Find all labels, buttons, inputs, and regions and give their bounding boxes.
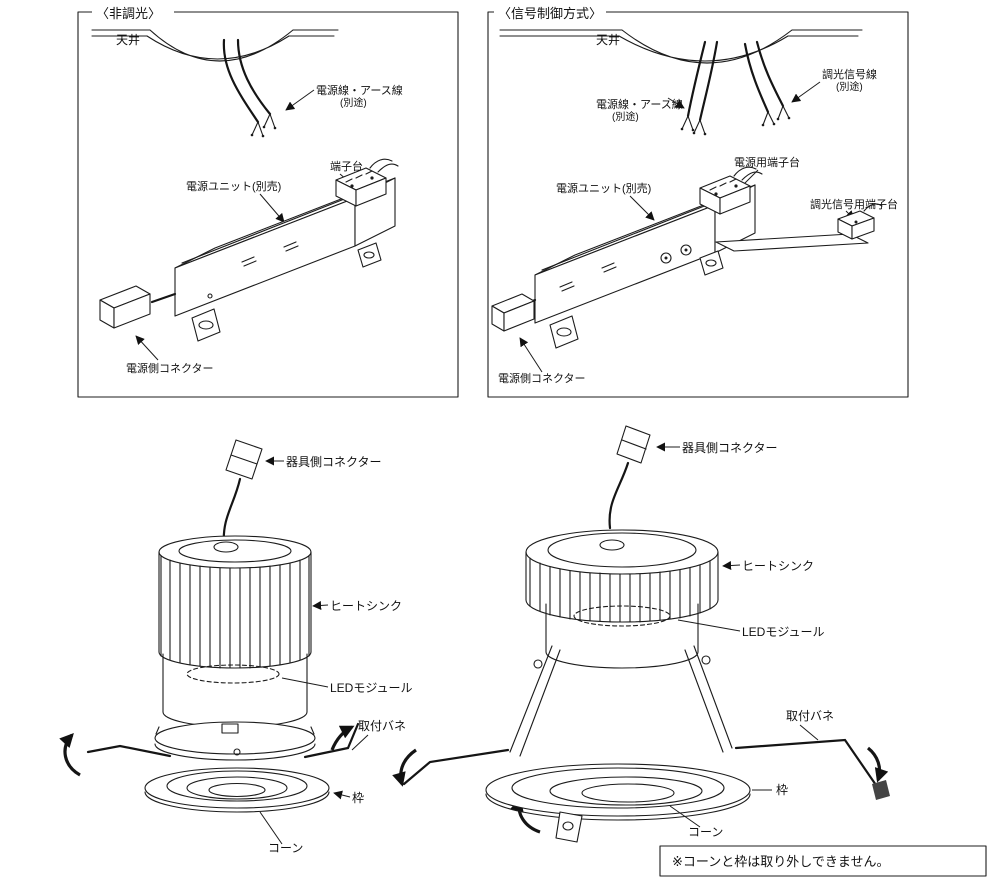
frame-drawing (144, 767, 330, 813)
heatsink-label: ヒートシンク (742, 559, 814, 573)
rotate-arrow-right (330, 725, 355, 751)
spring-label: 取付バネ (358, 719, 406, 733)
fixture-connector-drawing (608, 425, 651, 530)
footnote-text: ※コーンと枠は取り外しできません。 (672, 854, 889, 869)
cone-label: コーン (268, 841, 303, 855)
power-unit-leader (259, 193, 285, 223)
frame-drawing (485, 763, 751, 843)
dim-terminal-block-label: 調光信号用端子台 (810, 197, 898, 211)
power-earth-wire-label: 電源線・アース線 (596, 97, 683, 111)
led-module-outline (573, 605, 671, 627)
heatsink-label: ヒートシンク (330, 599, 402, 613)
power-connector-leader (135, 335, 159, 361)
power-earth-wire-note: (別途) (612, 110, 639, 123)
terminal-block-drawing (335, 158, 399, 207)
fixture-front-view: 器具側コネクター ヒートシンク LEDモジュール (59, 439, 413, 855)
power-unit-label: 電源ユニット(別売) (556, 181, 651, 195)
frame-label: 枠 (352, 791, 364, 805)
title-patch (494, 5, 606, 20)
dim-signal-wire-label: 調光信号線 (822, 67, 877, 81)
panel-border (487, 11, 909, 398)
power-earth-wire-leader (285, 89, 315, 111)
fixture-adjustable-view: 器具側コネクター ヒートシンク LEDモジュール (392, 425, 890, 843)
rotate-arrow-left (59, 732, 81, 777)
power-earth-wires-drawing (680, 40, 719, 136)
spring-leader (351, 734, 369, 751)
trim-ring-drawing (154, 721, 316, 761)
frame-label: 枠 (776, 783, 788, 797)
cone-label: コーン (688, 825, 723, 839)
dim-signal-wire-note: (別途) (836, 80, 863, 93)
panel-signal-control: 〈信号制御方式〉 天井 電源線・アース線 (別途) 調光信号線 (別途) 電源用… (487, 5, 909, 398)
rotate-arrow-right (866, 746, 889, 783)
power-terminal-block-drawing (699, 166, 763, 215)
led-module-drawing (162, 653, 308, 728)
heatsink-drawing (158, 535, 312, 669)
panel-title: 〈信号制御方式〉 (498, 6, 602, 21)
footnote-border (659, 845, 987, 877)
spring-label: 取付バネ (786, 709, 834, 723)
power-terminal-block-label: 電源用端子台 (734, 155, 800, 169)
cone-leader (669, 805, 701, 828)
mounting-tab (555, 811, 583, 843)
dim-signal-wire-leader (791, 81, 821, 103)
cone-outline (549, 776, 703, 806)
led-module-label: LEDモジュール (330, 681, 413, 695)
dim-signal-wires-drawing (743, 40, 791, 127)
led-module-leader (281, 677, 329, 688)
fixture-connector-label: 器具側コネクター (286, 455, 382, 469)
frame-leader (333, 790, 351, 800)
power-earth-wire-note: (別途) (340, 96, 367, 109)
heatsink-drawing (525, 529, 719, 623)
power-earth-wire-label: 電源線・アース線 (316, 83, 403, 97)
heatsink-fins (158, 551, 312, 669)
heatsink-fins (525, 551, 719, 623)
power-connector-drawing (491, 293, 537, 332)
fixture-connector-label: 器具側コネクター (682, 441, 778, 455)
power-connector-leader (519, 337, 543, 373)
title-patch (92, 5, 174, 20)
power-unit-leader (629, 195, 655, 221)
terminal-block-label: 端子台 (330, 159, 363, 173)
mounting-bracket-drawing (191, 242, 382, 342)
fixture-connector-drawing (222, 439, 263, 546)
panel-border (77, 11, 459, 398)
ceiling-label: 天井 (116, 33, 140, 47)
footnote-box: ※コーンと枠は取り外しできません。 (659, 845, 987, 877)
rotate-arrow-left (392, 748, 417, 787)
power-earth-wire-leader (667, 97, 685, 109)
power-unit-drawing (491, 166, 883, 349)
panel-title: 〈非調光〉 (96, 6, 161, 21)
bare-wire-forks (251, 113, 276, 137)
heatsink-leader (312, 600, 329, 610)
power-unit-drawing (99, 158, 399, 342)
cone-leader (259, 811, 283, 845)
led-module-outline (186, 664, 280, 684)
spring-leader (799, 724, 819, 741)
power-connector-label: 電源側コネクター (498, 371, 586, 385)
power-earth-wires-drawing (222, 38, 277, 138)
cone-outline (186, 776, 288, 800)
ceiling-drawing (91, 29, 339, 62)
led-module-label: LEDモジュール (742, 625, 825, 639)
led-module-drawing (545, 603, 699, 669)
led-module-leader (677, 619, 741, 632)
yoke-drawing (509, 645, 733, 757)
panel-non-dimming: 〈非調光〉 天井 電源線・アース線 (別途) 端子台 電源ユニット(別売) (77, 5, 459, 398)
power-connector-drawing (99, 285, 177, 329)
ceiling-label: 天井 (596, 33, 620, 47)
spring-end-cap (872, 780, 890, 800)
heatsink-leader (722, 561, 741, 571)
power-unit-label: 電源ユニット(別売) (186, 179, 281, 193)
mounting-spring-drawing (59, 722, 360, 777)
ceiling-drawing (499, 29, 863, 64)
dim-terminal-arm-drawing (715, 203, 883, 252)
power-connector-label: 電源側コネクター (126, 361, 214, 375)
mounting-bracket-drawing (549, 250, 724, 349)
